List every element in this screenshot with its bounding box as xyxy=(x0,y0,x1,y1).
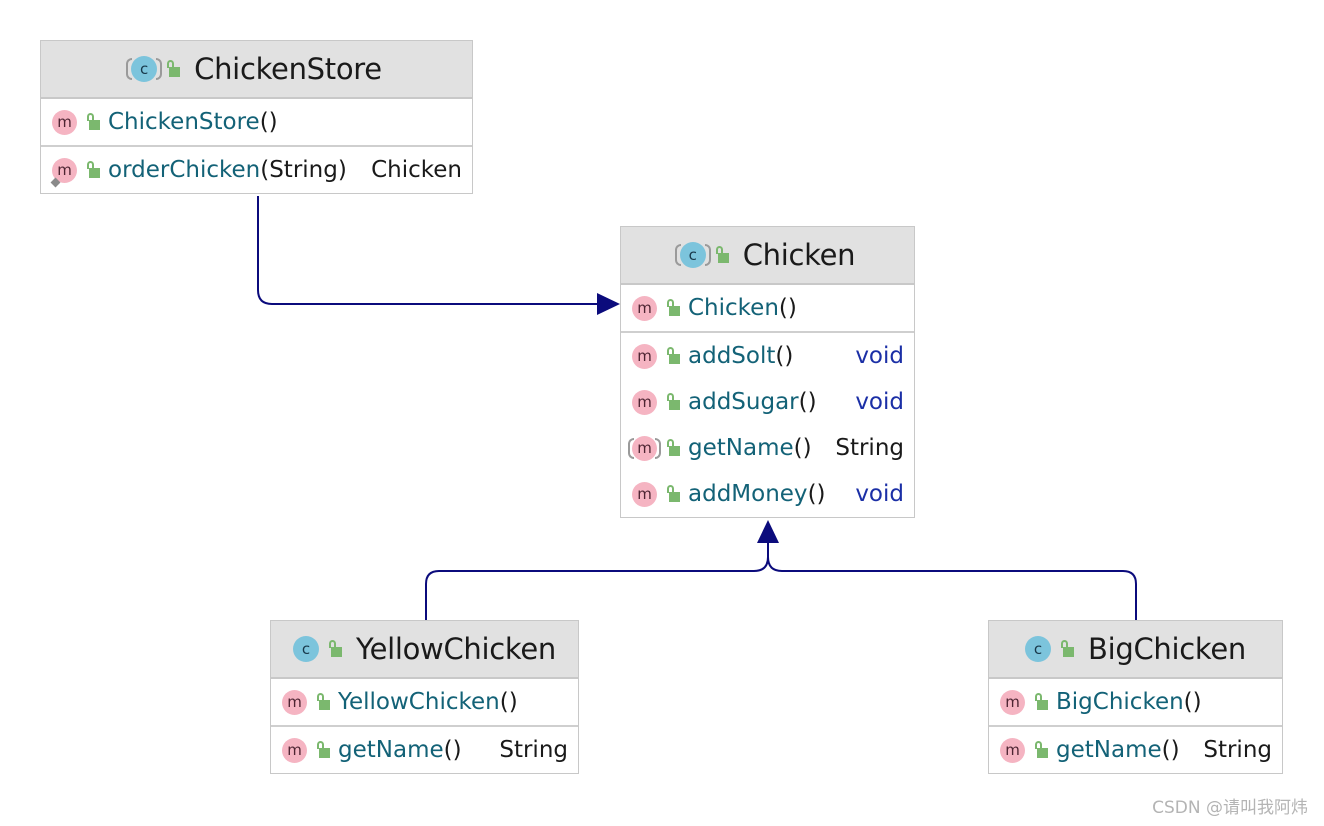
class-header: c BigChicken xyxy=(989,621,1282,679)
public-visibility-icon xyxy=(715,246,729,264)
public-visibility-icon xyxy=(328,640,342,658)
method-params: () xyxy=(775,343,794,369)
method-row[interactable]: m addSolt() void xyxy=(621,333,914,379)
method-name: getName xyxy=(338,737,444,763)
method-icon: m xyxy=(632,481,657,507)
method-name: orderChicken xyxy=(108,157,261,183)
method-return-type: String xyxy=(835,435,904,461)
generalization-connector-bigchicken xyxy=(767,541,1137,620)
public-visibility-icon xyxy=(666,299,680,317)
dependency-arrowhead xyxy=(597,293,620,315)
method-name: BigChicken xyxy=(1056,689,1184,715)
method-params: () xyxy=(1161,737,1180,763)
method-row[interactable]: m ChickenStore() xyxy=(41,99,472,145)
public-visibility-icon xyxy=(316,693,330,711)
method-row[interactable]: m BigChicken() xyxy=(989,679,1282,725)
method-return-type: void xyxy=(855,389,904,415)
method-return-type: void xyxy=(855,481,904,507)
methods-section: m getName() String xyxy=(271,725,578,773)
class-icon-abstract: c xyxy=(674,242,711,268)
method-params: () xyxy=(499,689,518,715)
method-row[interactable]: m addMoney() void xyxy=(621,471,914,517)
method-icon: m xyxy=(1000,737,1025,763)
method-icon: m xyxy=(632,389,657,415)
class-name: BigChicken xyxy=(1088,632,1246,666)
public-visibility-icon xyxy=(666,393,680,411)
method-name: YellowChicken xyxy=(338,689,500,715)
public-visibility-icon xyxy=(666,485,680,503)
method-params: (String) xyxy=(260,157,347,183)
public-visibility-icon xyxy=(666,347,680,365)
method-icon: m xyxy=(282,737,307,763)
method-return-type: String xyxy=(1203,737,1272,763)
method-params: () xyxy=(259,109,278,135)
method-row[interactable]: m addSugar() void xyxy=(621,379,914,425)
method-row[interactable]: m getName() String xyxy=(989,727,1282,773)
method-icon-abstract: m xyxy=(628,435,661,461)
dependency-connector xyxy=(257,196,598,305)
public-visibility-icon xyxy=(1060,640,1074,658)
public-visibility-icon xyxy=(86,161,100,179)
method-icon: m xyxy=(632,343,657,369)
public-visibility-icon xyxy=(1034,693,1048,711)
method-params: () xyxy=(778,295,797,321)
public-visibility-icon xyxy=(166,60,181,78)
class-header: c ChickenStore xyxy=(41,41,472,99)
class-header: c Chicken xyxy=(621,227,914,285)
generalization-arrowhead xyxy=(757,520,779,543)
method-icon: m xyxy=(1000,689,1025,715)
class-icon-abstract: c xyxy=(126,56,163,82)
generalization-connector-yellowchicken xyxy=(425,541,769,620)
method-row[interactable]: m Chicken() xyxy=(621,285,914,331)
method-params: () xyxy=(798,389,817,415)
constructors-section: m BigChicken() xyxy=(989,679,1282,725)
method-params: () xyxy=(793,435,812,461)
class-icon: c xyxy=(1025,636,1051,662)
public-visibility-icon xyxy=(666,439,680,457)
method-return-type: String xyxy=(499,737,568,763)
method-name: addMoney xyxy=(688,481,808,507)
methods-section: m getName() String xyxy=(989,725,1282,773)
method-name: getName xyxy=(688,435,794,461)
method-name: addSugar xyxy=(688,389,799,415)
public-visibility-icon xyxy=(1034,741,1048,759)
method-name: Chicken xyxy=(688,295,779,321)
method-return-type: Chicken xyxy=(371,157,462,183)
constructors-section: m ChickenStore() xyxy=(41,99,472,145)
method-return-type: void xyxy=(855,343,904,369)
method-icon: m xyxy=(632,295,657,321)
method-icon: m xyxy=(52,109,77,135)
method-params: () xyxy=(443,737,462,763)
class-name: YellowChicken xyxy=(356,632,556,666)
method-row[interactable]: m YellowChicken() xyxy=(271,679,578,725)
method-row[interactable]: m getName() String xyxy=(621,425,914,471)
watermark: CSDN @请叫我阿炜 xyxy=(1152,798,1308,818)
method-icon: m xyxy=(282,689,307,715)
class-icon: c xyxy=(293,636,319,662)
method-name: addSolt xyxy=(688,343,776,369)
class-name: Chicken xyxy=(742,238,856,272)
method-params: () xyxy=(1183,689,1202,715)
public-visibility-icon xyxy=(86,113,100,131)
method-row[interactable]: m getName() String xyxy=(271,727,578,773)
method-name: getName xyxy=(1056,737,1162,763)
class-name: ChickenStore xyxy=(194,52,382,86)
constructors-section: m YellowChicken() xyxy=(271,679,578,725)
class-header: c YellowChicken xyxy=(271,621,578,679)
method-params: () xyxy=(807,481,826,507)
public-visibility-icon xyxy=(316,741,330,759)
constructors-section: m Chicken() xyxy=(621,285,914,331)
method-name: ChickenStore xyxy=(108,109,260,135)
